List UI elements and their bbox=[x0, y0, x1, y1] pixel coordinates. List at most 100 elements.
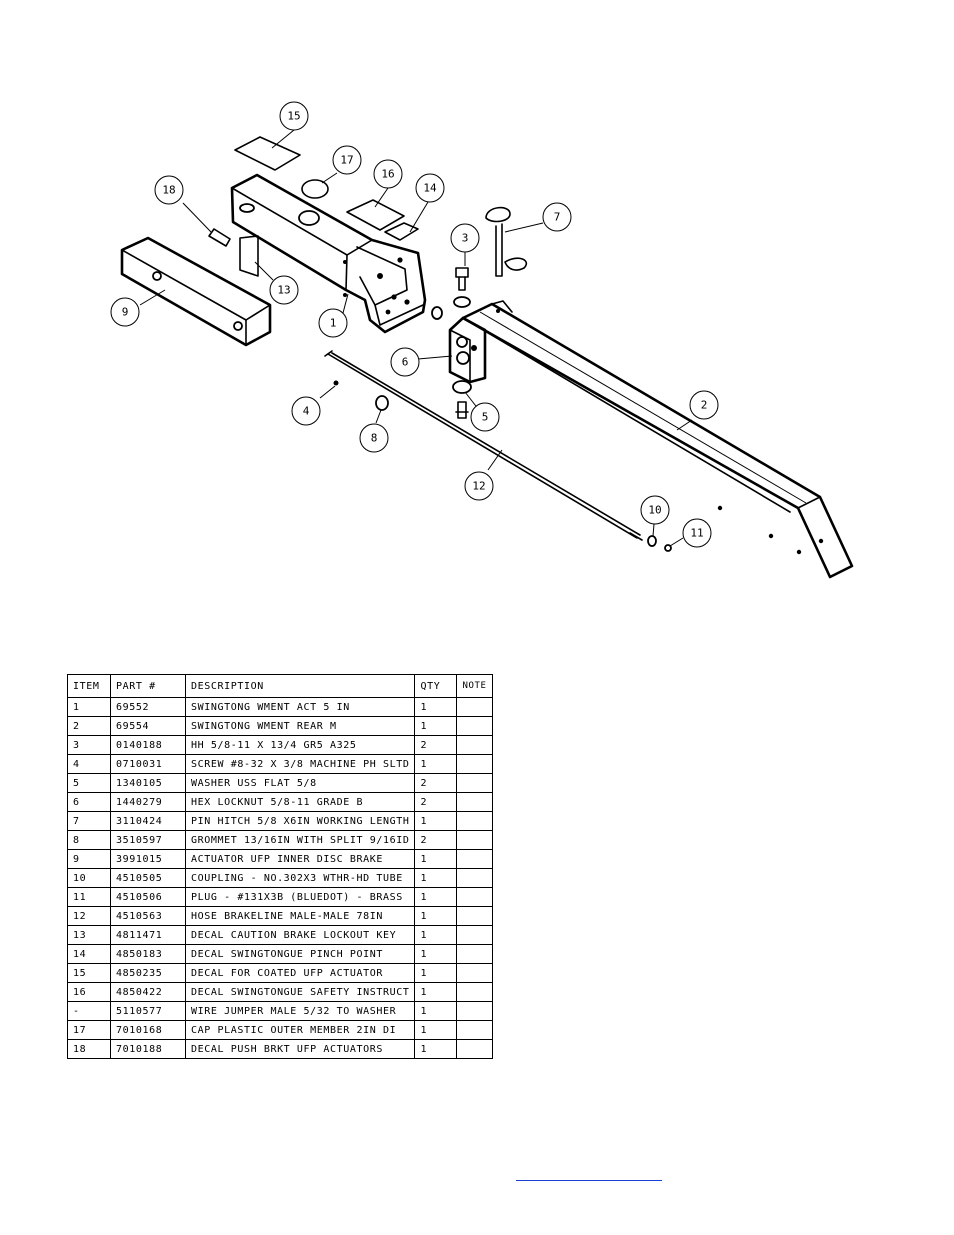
part-4-screw bbox=[333, 380, 339, 386]
cell-description: WIRE JUMPER MALE 5/32 TO WASHER bbox=[184, 1001, 416, 1021]
header-qty: QTY bbox=[414, 674, 458, 698]
hyperlink-underline[interactable] bbox=[516, 1180, 662, 1183]
cell-description: DECAL PUSH BRKT UFP ACTUATORS bbox=[184, 1039, 416, 1059]
callout-label: 14 bbox=[423, 182, 437, 195]
callout-label: 3 bbox=[462, 232, 469, 245]
cell-note bbox=[456, 1001, 493, 1021]
cell-item: 15 bbox=[67, 963, 111, 983]
part-13-decal bbox=[239, 235, 259, 277]
callout-label: 18 bbox=[162, 184, 175, 197]
callout-label: 16 bbox=[381, 168, 394, 181]
callout-bubble: 12 bbox=[464, 471, 494, 501]
part-11-plug bbox=[664, 544, 672, 552]
cell-item: 8 bbox=[67, 830, 111, 850]
cell-note bbox=[456, 944, 493, 964]
cell-note bbox=[456, 887, 493, 907]
cell-note bbox=[456, 792, 493, 812]
callout-label: 2 bbox=[701, 399, 708, 412]
callout-bubble: 1 bbox=[318, 308, 348, 338]
cell-part: 5110577 bbox=[110, 1001, 186, 1021]
leader-lines bbox=[139, 129, 693, 547]
cell-qty: 1 bbox=[414, 887, 458, 907]
cell-part: 7010168 bbox=[110, 1020, 186, 1040]
callout-bubble: 17 bbox=[332, 145, 362, 175]
cell-qty: 1 bbox=[414, 697, 458, 717]
part-3-bolt bbox=[455, 267, 469, 291]
cell-note bbox=[456, 697, 493, 717]
cell-part: 69552 bbox=[110, 697, 186, 717]
callout-bubble: 18 bbox=[154, 175, 184, 205]
callout-bubble: 6 bbox=[390, 347, 420, 377]
callout-bubble: 5 bbox=[470, 402, 500, 432]
cell-description: HH 5/8-11 X 13/4 GR5 A325 bbox=[184, 735, 416, 755]
cell-part: 4850235 bbox=[110, 963, 186, 983]
callout-bubble: 10 bbox=[640, 495, 670, 525]
cell-qty: 1 bbox=[414, 868, 458, 888]
cell-note bbox=[456, 925, 493, 945]
cell-item: 18 bbox=[67, 1039, 111, 1059]
cell-note bbox=[456, 1020, 493, 1040]
cell-qty: 1 bbox=[414, 944, 458, 964]
cell-part: 4811471 bbox=[110, 925, 186, 945]
cell-qty: 1 bbox=[414, 716, 458, 736]
cell-note bbox=[456, 811, 493, 831]
part-12-hose bbox=[324, 350, 643, 541]
cell-note bbox=[456, 773, 493, 793]
cell-part: 4850183 bbox=[110, 944, 186, 964]
header-note: NOTE bbox=[456, 674, 493, 698]
part-1-front-tube bbox=[230, 173, 427, 334]
part-15-decal bbox=[234, 136, 301, 171]
callout-bubble: 15 bbox=[279, 101, 309, 131]
cell-part: 4850422 bbox=[110, 982, 186, 1002]
cell-item: 12 bbox=[67, 906, 111, 926]
callout-label: 7 bbox=[554, 211, 561, 224]
cell-item: 9 bbox=[67, 849, 111, 869]
part-14-decal bbox=[384, 222, 419, 241]
callout-bubble: 3 bbox=[450, 223, 480, 253]
cell-part: 1440279 bbox=[110, 792, 186, 812]
cell-description: HOSE BRAKELINE MALE-MALE 78IN bbox=[184, 906, 416, 926]
cell-description: PLUG - #131X3B (BLUEDOT) - BRASS bbox=[184, 887, 416, 907]
callout-label: 6 bbox=[402, 356, 409, 369]
callout-bubble: 14 bbox=[415, 173, 445, 203]
cell-note bbox=[456, 982, 493, 1002]
callout-bubble: 11 bbox=[682, 518, 712, 548]
callout-bubble: 2 bbox=[689, 390, 719, 420]
callout-bubble: 4 bbox=[291, 396, 321, 426]
callout-bubble: 7 bbox=[542, 202, 572, 232]
header-description: DESCRIPTION bbox=[184, 674, 416, 698]
cell-description: SWINGTONG WMENT REAR M bbox=[184, 716, 416, 736]
callout-label: 10 bbox=[648, 504, 661, 517]
part-3-bolt-lower bbox=[455, 401, 469, 419]
part-16-decal bbox=[346, 199, 405, 231]
callout-label: 8 bbox=[371, 432, 378, 445]
cell-description: GROMMET 13/16IN WITH SPLIT 9/16ID bbox=[184, 830, 416, 850]
cell-qty: 1 bbox=[414, 982, 458, 1002]
cell-part: 3991015 bbox=[110, 849, 186, 869]
part-5-washer-bottom bbox=[452, 380, 472, 394]
cell-item: - bbox=[67, 1001, 111, 1021]
callout-label: 1 bbox=[330, 317, 337, 330]
cell-description: HEX LOCKNUT 5/8-11 GRADE B bbox=[184, 792, 416, 812]
cell-description: SCREW #8-32 X 3/8 MACHINE PH SLTD bbox=[184, 754, 416, 774]
cell-item: 17 bbox=[67, 1020, 111, 1040]
cell-part: 69554 bbox=[110, 716, 186, 736]
cell-qty: 1 bbox=[414, 1001, 458, 1021]
cell-part: 4510506 bbox=[110, 887, 186, 907]
cell-item: 4 bbox=[67, 754, 111, 774]
cell-qty: 1 bbox=[414, 754, 458, 774]
part-8-grommet bbox=[375, 395, 389, 411]
callout-label: 9 bbox=[122, 306, 129, 319]
header-part: PART # bbox=[110, 674, 186, 698]
part-5-washer-top bbox=[453, 296, 471, 308]
